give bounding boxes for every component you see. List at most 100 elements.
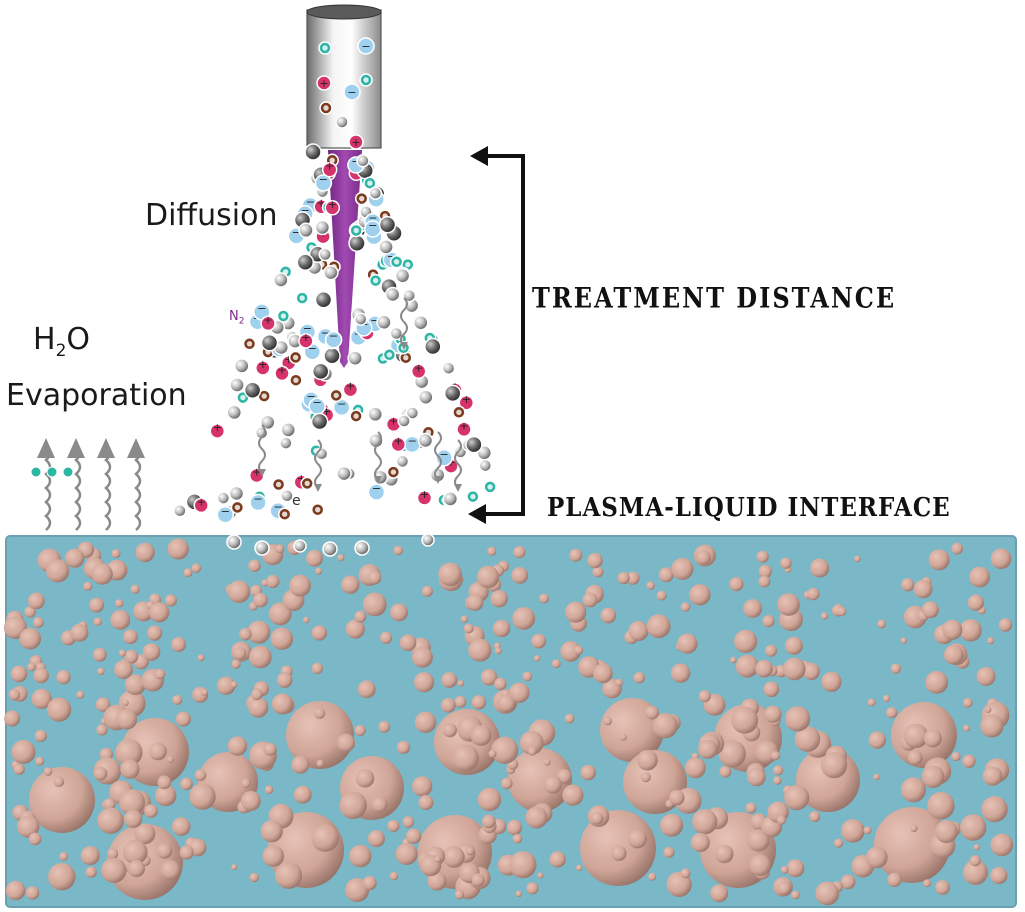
bubble-icon [53,776,65,787]
particle-icon [418,389,434,405]
bubble-icon [745,802,757,814]
bubble-icon [164,594,177,607]
svg-text:+: + [263,313,272,326]
bubble-icon [671,557,694,580]
bubble-icon [615,678,623,687]
particle-icon: + [193,495,209,514]
bubble-icon [434,856,442,863]
bubble-icon [776,815,786,825]
bubble-icon [357,680,376,699]
particle-icon [242,337,257,351]
bubble-icon [487,546,497,556]
bubble-icon [124,674,146,695]
bubble-icon [120,759,140,779]
svg-text:+: + [394,435,403,448]
n2-main: N [229,309,239,324]
svg-text:−: − [319,173,328,186]
bubble-icon [440,697,456,713]
bubble-icon [93,766,108,781]
bubble-icon [923,729,942,748]
bubble-icon [652,713,678,739]
particle-icon [318,41,332,55]
bubble-icon [921,765,945,788]
particle-icon [397,414,411,428]
bubble-icon [731,706,759,734]
bubble-icon [763,681,780,698]
bubble-icon [355,769,375,788]
bubble-icon [689,584,711,606]
particle-icon: + [348,134,364,150]
bubble-icon [147,625,163,641]
bubble-icon [590,811,604,825]
svg-text:+: + [346,380,355,393]
bubble-icon [501,777,513,790]
bubble-icon [756,550,769,563]
bubble-icon [963,724,971,732]
bubble-icon [230,681,238,688]
bubble-icon [525,806,548,829]
particle-icon [295,291,309,305]
bubble-icon [93,617,102,626]
svg-text:−: − [337,397,346,410]
bubble-icon [913,579,933,599]
bubble-icon [83,581,93,591]
bubble-icon [973,844,980,851]
bubble-icon [135,542,155,563]
particle-icon [349,223,363,238]
bubble-icon [714,844,734,864]
svg-text:+: + [462,393,471,406]
h2o-main: H [33,322,56,357]
particle-icon: + [316,75,332,91]
bubble-icon [509,851,537,879]
bubble-icon [316,759,324,768]
bubble-icon [648,872,657,881]
bubble-icon [399,634,417,652]
svg-text:+: + [319,77,328,90]
svg-text:−: − [273,501,282,514]
bubble-icon [160,860,181,880]
bubble-icon [967,594,985,611]
bubble-icon [508,748,572,812]
svg-text:+: + [420,488,429,501]
bubble-icon [807,587,820,601]
particle-icon [441,361,456,375]
bubble-icon [600,607,617,624]
particle-icon [230,500,245,515]
bubble-icon [5,880,26,901]
svg-text:−: − [306,390,315,403]
particle-icon [402,288,417,303]
bubble-icon [412,776,433,797]
bubble-icon [362,592,387,617]
treatment-distance-label: TREATMENT DISTANCE [532,281,897,315]
h2o-tail: O [66,322,91,357]
bubble-icon [101,857,127,884]
bubble-icon [470,725,492,746]
bubble-icon [663,846,675,858]
bubble-icon [48,863,76,891]
bubble-icon [626,571,640,585]
bubble-icon [491,736,519,764]
svg-text:+: + [459,419,468,432]
bubble-group [3,538,1014,906]
bubble-icon [275,544,285,554]
n2-sub: 2 [238,316,245,327]
bubble-icon [122,699,129,706]
svg-text:+: + [284,353,293,366]
bubble-icon [111,549,121,559]
bubble-icon [784,636,803,655]
bubble-icon [89,597,104,613]
particle-icon [260,414,276,431]
bubble-icon [253,592,268,608]
bubble-icon [907,750,923,765]
bubble-icon [268,602,292,626]
bubble-icon [690,832,710,853]
particle-icon [311,362,330,381]
bubble-icon [354,610,367,623]
particle-icon [395,454,410,469]
bubble-icon [441,672,458,688]
bubble-icon [418,795,434,810]
bubble-icon [680,602,691,612]
particle-icon [347,350,363,366]
bubble-icon [336,733,356,752]
bubble-icon [123,629,138,644]
